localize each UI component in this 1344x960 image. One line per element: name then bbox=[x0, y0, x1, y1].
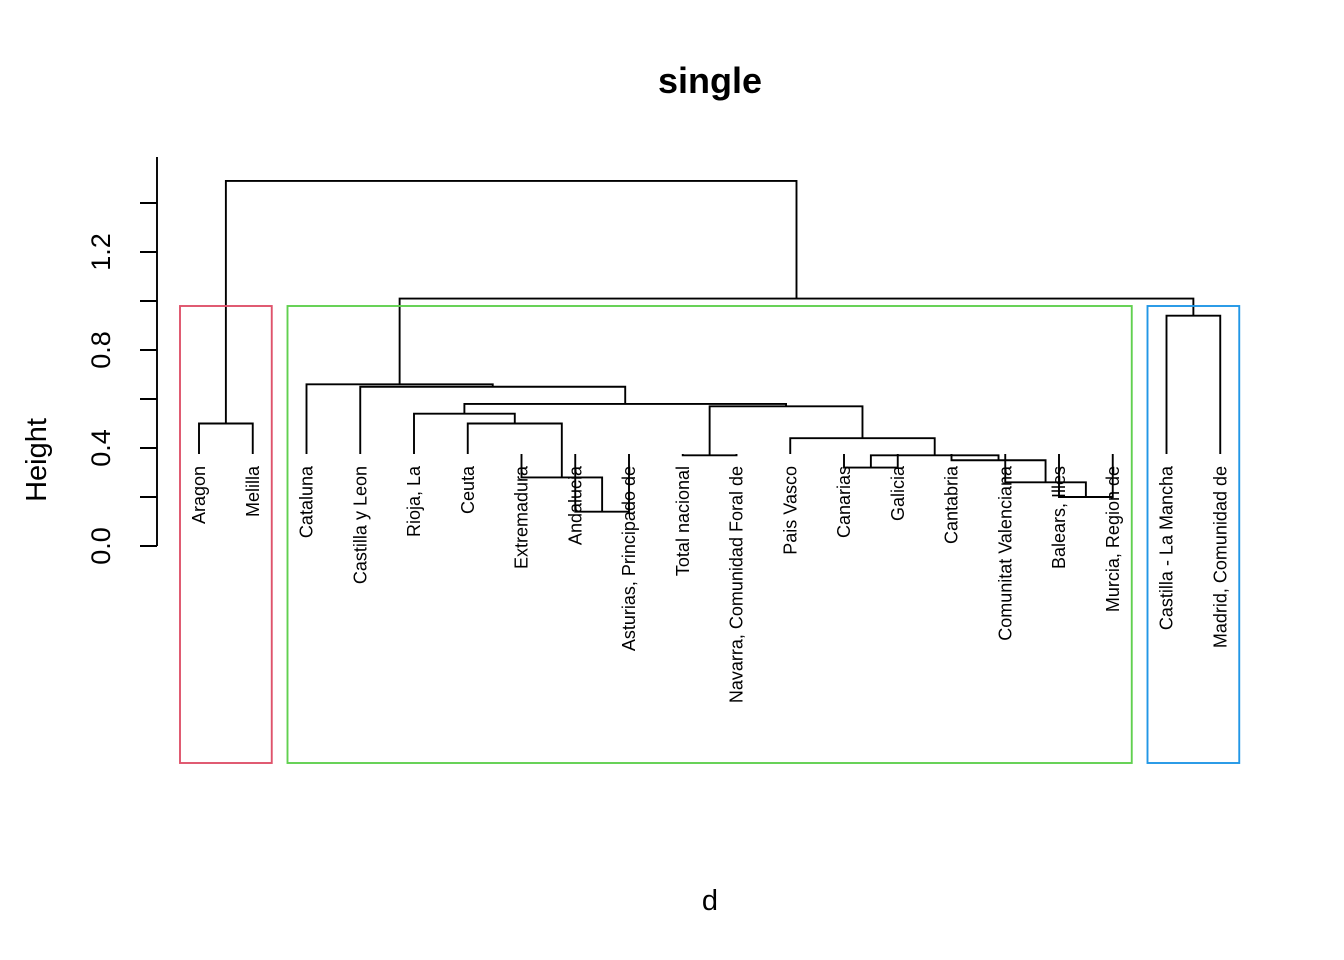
cluster-rect-2 bbox=[286, 305, 1133, 764]
dendrogram-branch-m19 bbox=[224, 180, 798, 424]
cluster-rect-3 bbox=[1146, 305, 1241, 764]
leaf-label: Castilla - La Mancha bbox=[1157, 465, 1177, 630]
y-tick-label: 0.0 bbox=[86, 527, 116, 565]
leaf-label: Aragon bbox=[189, 466, 209, 524]
leaf-label: Castilla y Leon bbox=[350, 466, 370, 584]
dendrogram-branch-m14 bbox=[463, 402, 788, 414]
leaf-label: Murcia, Region de bbox=[1103, 466, 1123, 612]
leaf-label: Galicia bbox=[888, 465, 908, 521]
leaf-label: Andalucia bbox=[565, 465, 585, 545]
leaf-label: Cantabria bbox=[942, 465, 962, 544]
leaf-label: Total nacional bbox=[673, 466, 693, 576]
dendrogram-branch-m12 bbox=[789, 437, 936, 456]
leaf-label: Ceuta bbox=[458, 465, 478, 514]
x-axis-label: d bbox=[702, 885, 718, 917]
leaf-label: Extremadura bbox=[512, 465, 532, 569]
leaf-label: Asturias, Principado de bbox=[619, 466, 639, 651]
dendrogram-branch-m13 bbox=[708, 405, 864, 456]
y-axis-label: Height bbox=[21, 418, 53, 502]
cluster-rect-1 bbox=[179, 305, 273, 764]
dendrogram-branch-m17 bbox=[1165, 314, 1222, 454]
leaf-label: Cataluna bbox=[297, 465, 317, 538]
leaf-label: Navarra, Comunidad Foral de bbox=[727, 466, 747, 703]
leaf-label: Rioja, La bbox=[404, 465, 424, 537]
leaf-label: Canarias bbox=[834, 466, 854, 538]
dendrogram-branch-m1 bbox=[198, 422, 254, 454]
dendrogram-branch-m18 bbox=[398, 297, 1195, 385]
y-tick-label: 0.8 bbox=[86, 331, 116, 369]
chart-title: single bbox=[658, 60, 762, 101]
cluster-rectangles bbox=[179, 305, 1241, 764]
dendrogram-branch-m16 bbox=[305, 383, 494, 454]
y-tick-label: 1.2 bbox=[86, 233, 116, 271]
leaf-labels: Aragon Melilla Cataluna Castilla y Leon Rioj… bbox=[189, 465, 1230, 703]
y-axis: 0.0 0.4 0.8 1.2 bbox=[86, 157, 158, 565]
y-tick-label: 0.4 bbox=[86, 429, 116, 467]
dendrogram-branches bbox=[198, 180, 1222, 513]
leaf-label: Balears, Illes bbox=[1049, 466, 1069, 569]
leaf-label: Pais Vasco bbox=[780, 466, 800, 555]
dendrogram-branch-m15 bbox=[359, 385, 627, 454]
dendrogram-branch-m11 bbox=[869, 454, 1000, 468]
leaf-label: Comunitat Valenciana bbox=[995, 465, 1015, 641]
dendrogram-branch-m5 bbox=[413, 412, 516, 454]
leaf-label: Madrid, Comunidad de bbox=[1210, 466, 1230, 648]
leaf-label: Melilla bbox=[243, 465, 263, 517]
